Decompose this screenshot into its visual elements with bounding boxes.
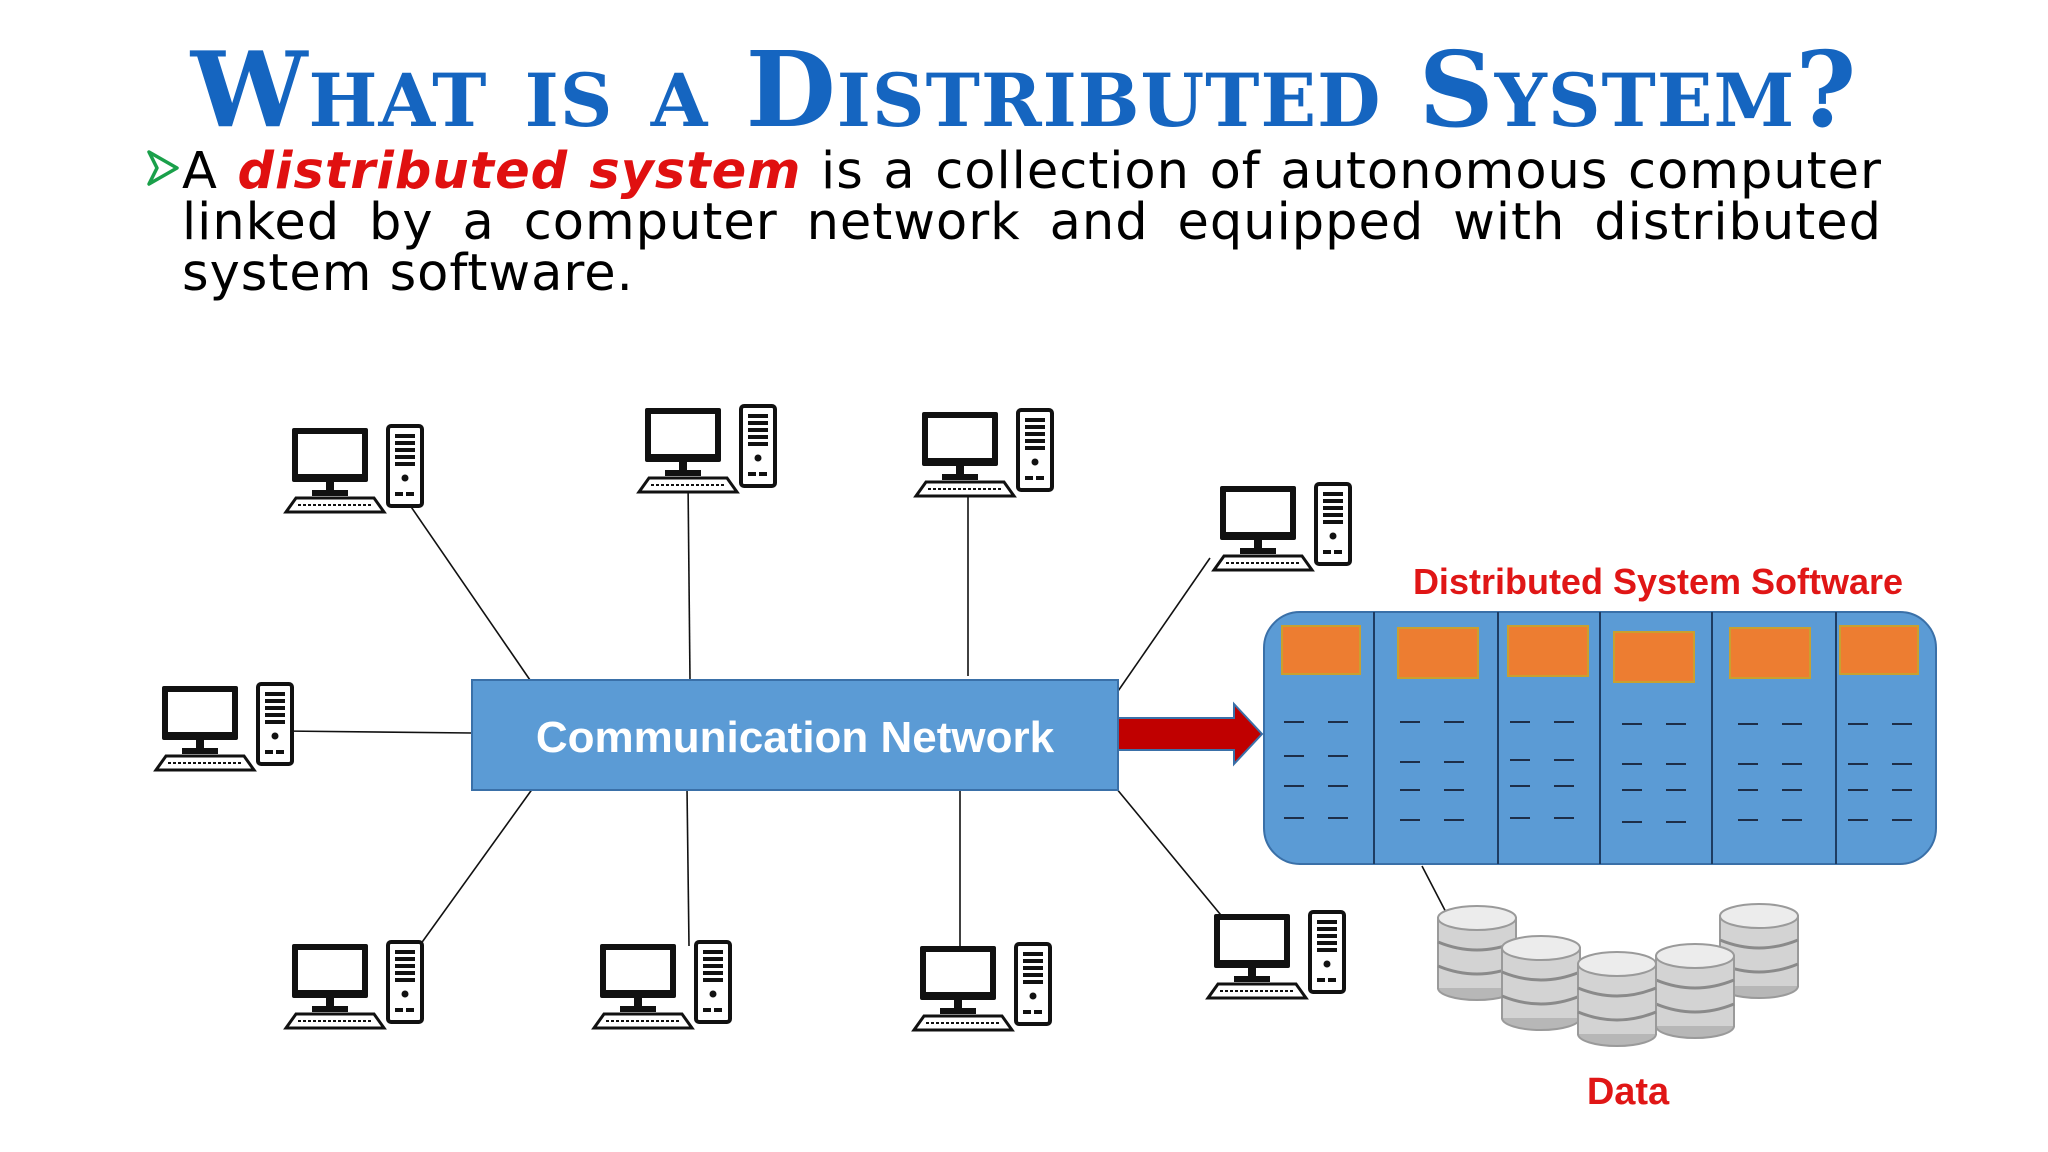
database-icon [1576, 950, 1658, 1048]
computer-icon [284, 424, 424, 514]
computer-icon [1212, 482, 1352, 572]
computer-icon [592, 940, 732, 1030]
bullet-arrow-icon [147, 150, 179, 186]
definition-rest: is a collection of autonomous computer l… [182, 142, 1883, 303]
computer-icon [914, 408, 1054, 498]
data-label: Data [1587, 1071, 1670, 1113]
software-panel [1263, 611, 1937, 865]
network-label: Communication Network [536, 713, 1055, 762]
database-icon [1654, 942, 1736, 1040]
definition-emphasis: distributed system [237, 142, 802, 201]
computer-icon [637, 404, 777, 494]
arrow-icon [1117, 701, 1264, 767]
computer-icon [1206, 910, 1346, 1000]
definition-prefix: A [182, 142, 238, 201]
communication-network-box [471, 679, 1119, 791]
database-icon [1500, 934, 1582, 1032]
computer-icon [912, 942, 1052, 1032]
software-label: Distributed System Software [1413, 561, 1903, 602]
definition-text: A distributed system is a collection of … [182, 146, 1882, 299]
page-title: What is a Distributed System? [190, 28, 1858, 151]
computer-icon [284, 940, 424, 1030]
computer-icon [154, 682, 294, 772]
